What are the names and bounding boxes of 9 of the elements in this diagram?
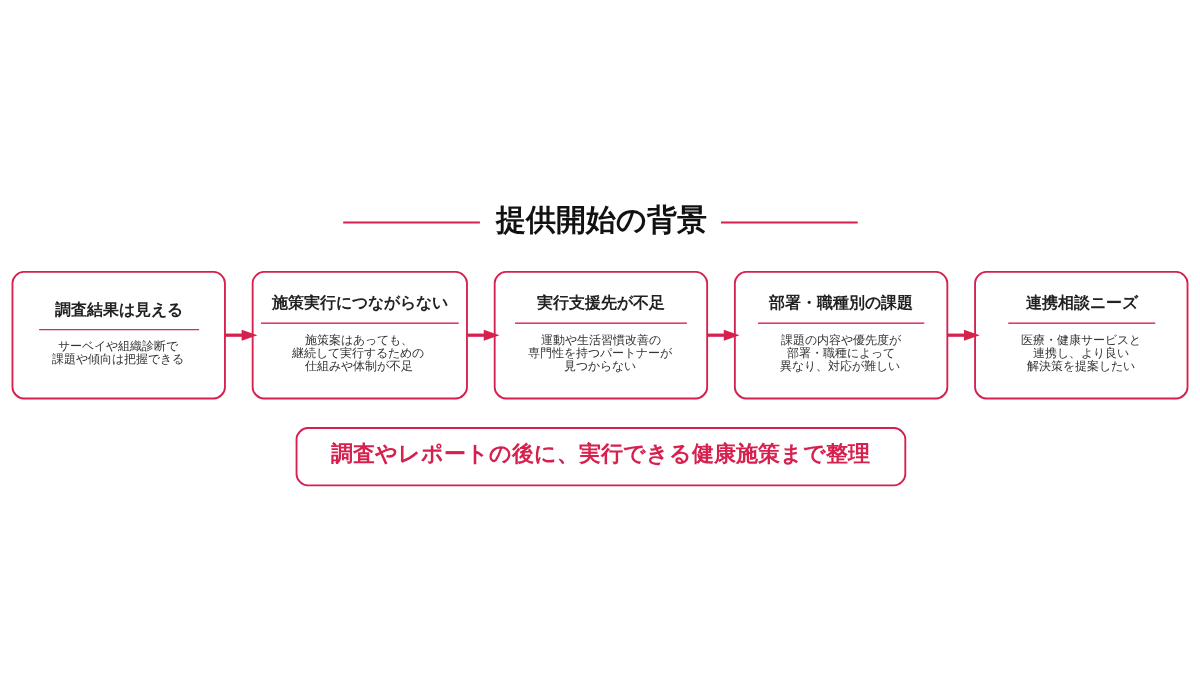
node-box: 調査結果は見える サーベイや組織診断で課題や傾向は把握できる xyxy=(11,271,226,400)
arrow xyxy=(947,329,980,341)
node-box: 連携相談ニーズ 医療・健康サービスと連携し、より良い解決策を提案したい xyxy=(974,271,1189,400)
diagram-title: 提供開始の背景 xyxy=(495,202,707,237)
node-box: 実行支援先が不足 運動や生活習慣改善の専門性を持つパートナーが見つからない xyxy=(493,271,709,400)
node-box: 部署・職種別の課題 課題の内容や優先度が部署・職種によって異なり、対応が難しい xyxy=(733,271,949,400)
arrow xyxy=(707,329,740,341)
node-box: 調査やレポートの後に、実行できる健康施策まで整理 xyxy=(295,427,907,487)
node-box: 施策実行につながらない 施策案はあっても、継続して実行するための仕組みや体制が不足 xyxy=(251,271,468,400)
